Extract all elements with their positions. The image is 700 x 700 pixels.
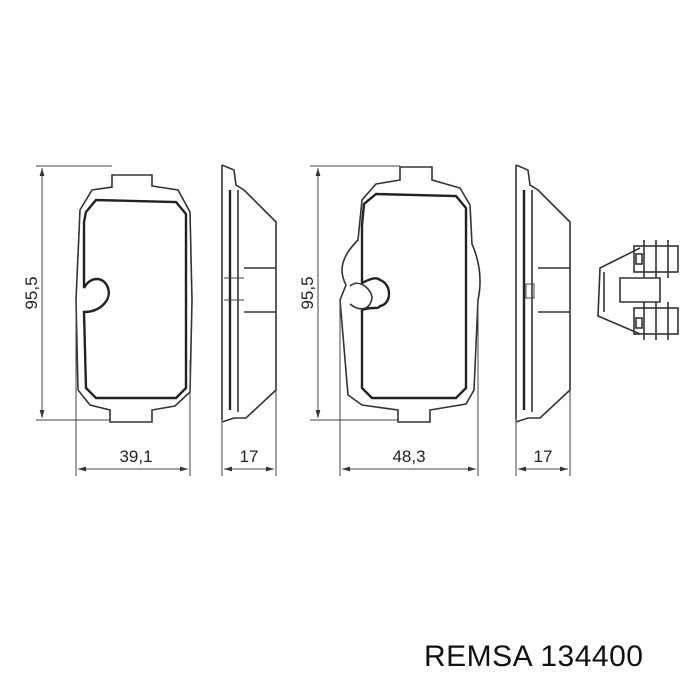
part-caption: REMSA 134400	[424, 640, 644, 673]
pad-2-front-view: 95,5 48,3	[298, 165, 481, 476]
pad-1-width-label: 39,1	[119, 447, 152, 466]
pad-2-side-view: 17	[515, 164, 571, 476]
pad-2-height-label: 95,5	[298, 276, 317, 309]
pad-1-side-view: 17	[221, 164, 277, 476]
pad-2-width-label: 48,3	[392, 447, 425, 466]
pad-1-front-view: 95,5 39,1	[22, 165, 193, 476]
wear-clip-drawing	[597, 240, 679, 340]
pad-1-height-label: 95,5	[22, 276, 41, 309]
pad-2-thickness-label: 17	[534, 447, 553, 466]
pad-1-thickness-label: 17	[240, 447, 259, 466]
